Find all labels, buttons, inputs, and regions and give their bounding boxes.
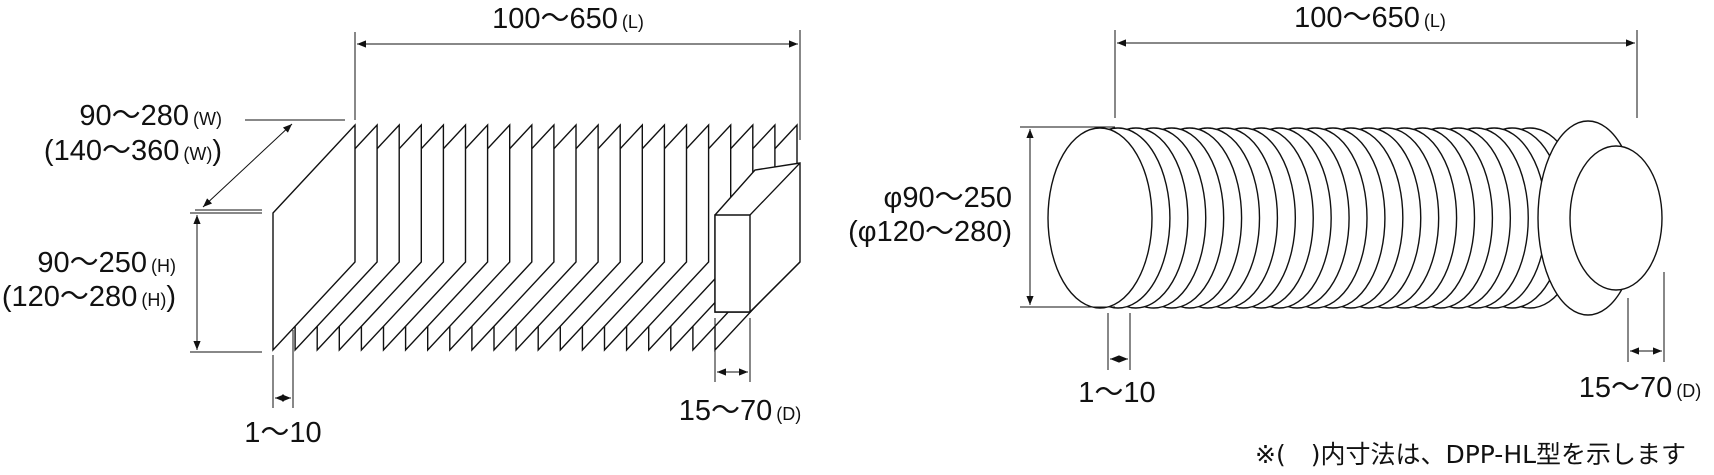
- round-end-flange: [1537, 120, 1663, 316]
- round-diameter-dimension: φ90〜250 (φ120〜280): [848, 126, 1115, 308]
- round-depth-value: 15〜70: [1579, 372, 1673, 404]
- rectangular-bellows-folds: [272, 123, 798, 352]
- rect-depth-value: 15〜70: [679, 395, 773, 427]
- rect-width-hl-unit: (W): [183, 144, 212, 164]
- rect-length-value: 100〜650: [492, 3, 618, 35]
- round-bellows-rings: [1047, 127, 1583, 309]
- rect-height-std-unit: (H): [151, 256, 176, 276]
- round-depth-unit: (D): [1676, 381, 1701, 401]
- round-bellows-drawing: 100〜650(L) φ90〜250 (φ120〜280) 1〜10 15〜70…: [848, 2, 1701, 409]
- rect-width-dimension: 90〜280(W) (140〜360(W)): [44, 100, 345, 211]
- round-depth-dimension: 15〜70(D): [1579, 272, 1702, 404]
- rect-depth-unit: (D): [776, 404, 801, 424]
- svg-text:100〜650(L): 100〜650(L): [1294, 2, 1446, 34]
- rect-height-hl-value: (120〜280: [2, 281, 137, 313]
- rect-width-hl-value: (140〜360: [44, 135, 179, 167]
- rectangular-bellows-drawing: 100〜650(L) 90〜280(W) (140〜360(W)) 90〜250…: [2, 3, 801, 449]
- rect-width-std-value: 90〜280: [79, 100, 189, 132]
- svg-text:15〜70(D): 15〜70(D): [679, 395, 802, 427]
- round-length-unit: (L): [1424, 11, 1446, 31]
- rect-width-hl-close: ): [212, 135, 222, 167]
- bellows-ring: [1047, 127, 1153, 309]
- svg-text:(140〜360(W)): (140〜360(W)): [44, 135, 222, 167]
- svg-text:100〜650(L): 100〜650(L): [492, 3, 644, 35]
- bellows-fold: [272, 123, 356, 352]
- rect-height-hl-close: ): [166, 281, 176, 313]
- rect-pitch-value: 1〜10: [244, 417, 321, 449]
- round-pitch-value: 1〜10: [1078, 377, 1155, 409]
- round-diameter-std: φ90〜250: [884, 182, 1012, 214]
- rect-depth-dimension: 15〜70(D): [679, 318, 802, 427]
- svg-text:90〜280(W): 90〜280(W): [79, 100, 222, 132]
- round-length-dimension: 100〜650(L): [1114, 2, 1638, 118]
- rect-height-hl-unit: (H): [141, 290, 166, 310]
- rect-pitch-dimension: 1〜10: [244, 330, 322, 449]
- round-length-value: 100〜650: [1294, 2, 1420, 34]
- round-pitch-dimension: 1〜10: [1078, 313, 1156, 409]
- svg-text:90〜250(H): 90〜250(H): [37, 247, 176, 279]
- svg-text:15〜70(D): 15〜70(D): [1579, 372, 1702, 404]
- rectangular-end-flange: [714, 162, 801, 313]
- footnote: ※( )内寸法は、DPP-HL型を示します: [1255, 440, 1686, 469]
- rect-width-std-unit: (W): [193, 109, 222, 129]
- rect-length-dimension: 100〜650(L): [354, 3, 801, 140]
- rect-length-unit: (L): [622, 12, 644, 32]
- rect-height-std-value: 90〜250: [37, 247, 147, 279]
- rect-height-dimension: 90〜250(H) (120〜280(H)): [2, 212, 262, 353]
- round-diameter-hl: (φ120〜280): [848, 216, 1012, 248]
- svg-text:(120〜280(H)): (120〜280(H)): [2, 281, 176, 313]
